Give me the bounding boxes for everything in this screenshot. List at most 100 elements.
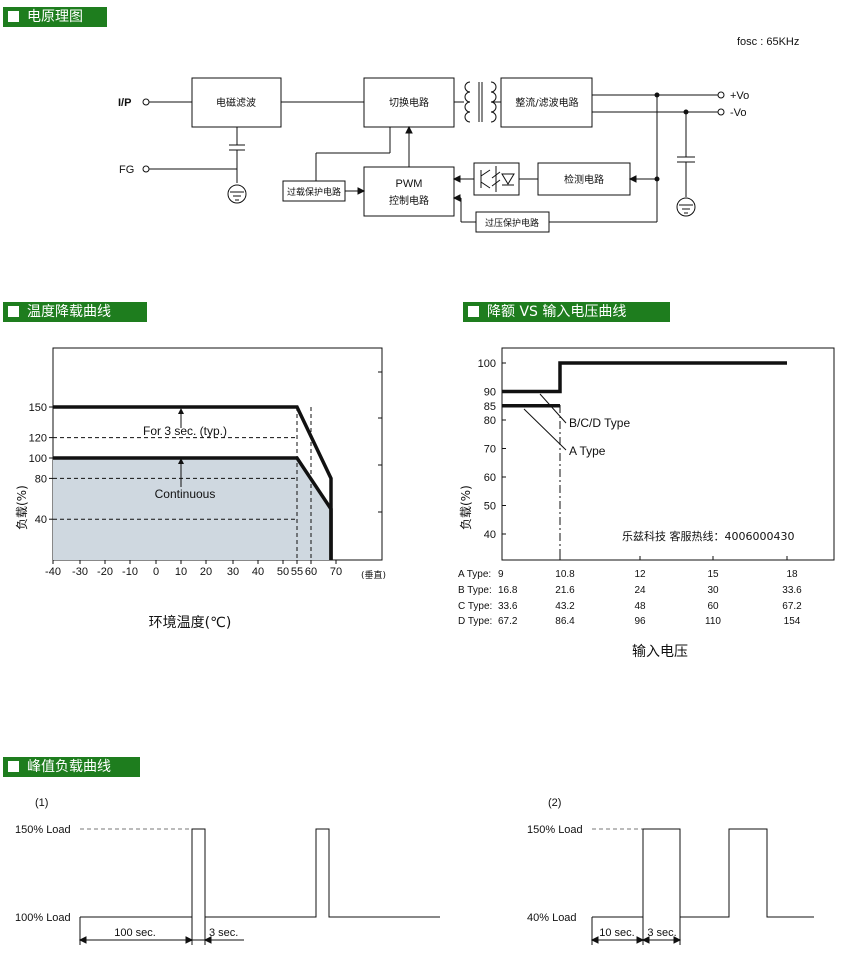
table-cell: 12 bbox=[634, 569, 646, 580]
section-header-peak-load: 峰值负载曲线 bbox=[3, 757, 140, 777]
x-tick-label: -20 bbox=[97, 566, 113, 578]
section-header-input-derating: 降额 VS 输入电压曲线 bbox=[463, 302, 670, 322]
series-line-1 bbox=[53, 456, 333, 560]
legend-pointer bbox=[523, 408, 567, 451]
table-cell: 16.8 bbox=[498, 585, 518, 596]
section-header-temp-derating: 温度降载曲线 bbox=[3, 302, 147, 322]
table-row-label: B Type: bbox=[458, 585, 492, 596]
table-cell: 67.2 bbox=[498, 616, 518, 627]
overload-label: 过载保护电路 bbox=[287, 186, 341, 198]
rectifier-block bbox=[500, 77, 593, 128]
emi-filter-label: 电磁滤波 bbox=[216, 96, 256, 109]
y-tick-label: 100 bbox=[29, 453, 47, 465]
section-header-block-diagram: 电原理图 bbox=[3, 7, 107, 27]
table-cell: 10.8 bbox=[555, 569, 575, 580]
annotation-arrowhead bbox=[178, 458, 184, 464]
y-label-high: 150% Load bbox=[15, 824, 71, 836]
interval-high: 3 sec. bbox=[209, 927, 238, 939]
header-square-icon bbox=[8, 761, 19, 772]
xlabel: 环境温度(℃) bbox=[149, 615, 232, 631]
table-cell: 18 bbox=[786, 569, 798, 580]
y-tick-label: 150 bbox=[29, 402, 47, 414]
plot-area bbox=[501, 347, 835, 561]
xlabel: 输入电压 bbox=[632, 644, 688, 660]
x-tick-label: 50 bbox=[277, 566, 289, 578]
table-cell: 30 bbox=[707, 585, 719, 596]
y-label-low: 100% Load bbox=[15, 912, 71, 924]
pwm-sub-label: 控制电路 bbox=[389, 194, 429, 207]
y-tick-label: 40 bbox=[35, 514, 47, 526]
x-tick-label: 40 bbox=[252, 566, 264, 578]
table-cell: 110 bbox=[705, 616, 721, 627]
x-tick-label: 55 bbox=[291, 566, 303, 578]
table-cell: 96 bbox=[634, 616, 646, 627]
vo-minus-terminal bbox=[717, 108, 725, 116]
fosc-label: fosc : 65KHz bbox=[737, 36, 799, 48]
section-title: 电原理图 bbox=[27, 9, 83, 25]
pulse-waveform bbox=[80, 828, 440, 918]
section-title: 温度降载曲线 bbox=[27, 304, 111, 320]
y-tick-label: 80 bbox=[35, 473, 47, 485]
rectifier-label: 整流/滤波电路 bbox=[515, 96, 578, 109]
table-cell: 48 bbox=[634, 601, 646, 612]
y-label-low: 40% Load bbox=[527, 912, 577, 924]
header-square-icon bbox=[468, 306, 479, 317]
table-cell: 154 bbox=[784, 616, 801, 627]
fg-label: FG bbox=[119, 164, 134, 176]
x-tick-label: 20 bbox=[200, 566, 212, 578]
x-tick-label: 60 bbox=[305, 566, 317, 578]
y-tick-label: 120 bbox=[29, 433, 47, 445]
y-tick-label: 50 bbox=[484, 501, 496, 513]
legend-a: A Type bbox=[569, 444, 606, 458]
chart-title: (2) bbox=[548, 797, 561, 809]
section-title: 降额 VS 输入电压曲线 bbox=[487, 304, 627, 320]
hotline-text: 乐兹科技 客服热线：4006000430 bbox=[622, 529, 794, 543]
x-tick-label: 0 bbox=[153, 566, 159, 578]
optocoupler-icon bbox=[473, 162, 520, 196]
annotation-3sec: For 3 sec. (typ.) bbox=[143, 424, 227, 438]
block-diagram: fosc : 65KHz I/P FG 电磁滤波 切换电路 bbox=[118, 36, 799, 233]
y-tick-label: 85 bbox=[484, 401, 496, 413]
pwm-control-block bbox=[363, 166, 455, 217]
y-tick-label: 80 bbox=[484, 415, 496, 427]
x-tick-label: 30 bbox=[227, 566, 239, 578]
table-cell: 60 bbox=[707, 601, 719, 612]
x-tick-label: 70 bbox=[330, 566, 342, 578]
legend-pointer bbox=[539, 393, 567, 424]
table-cell: 33.6 bbox=[782, 585, 802, 596]
table-row-label: C Type: bbox=[458, 601, 492, 612]
y-tick-label: 40 bbox=[484, 529, 496, 541]
peak-load-chart-2: (2) 150% Load 40% Load 10 sec. 3 sec. bbox=[527, 797, 814, 945]
ip-terminal bbox=[142, 98, 150, 106]
table-cell: 43.2 bbox=[555, 601, 575, 612]
annotation-arrowhead bbox=[178, 408, 184, 414]
interval-high: 3 sec. bbox=[647, 927, 676, 939]
interval-low: 100 sec. bbox=[114, 927, 156, 939]
table-cell: 21.6 bbox=[555, 585, 575, 596]
series-bcd bbox=[502, 361, 787, 394]
table-row-label: A Type: bbox=[458, 569, 491, 580]
y-label-high: 150% Load bbox=[527, 824, 583, 836]
y-tick-label: 70 bbox=[484, 444, 496, 456]
interval-low: 10 sec. bbox=[599, 927, 634, 939]
detection-label: 检测电路 bbox=[564, 173, 604, 186]
ylabel: 负载(%) bbox=[15, 485, 29, 530]
y-tick-label: 100 bbox=[478, 358, 496, 370]
continuous-area bbox=[53, 458, 331, 560]
x-extra-label: (垂直) bbox=[361, 569, 386, 581]
vo-plus-terminal bbox=[717, 91, 725, 99]
table-cell: 9 bbox=[498, 569, 504, 580]
x-tick-label: -30 bbox=[72, 566, 88, 578]
table-cell: 15 bbox=[707, 569, 719, 580]
overvoltage-label: 过压保护电路 bbox=[485, 217, 539, 229]
table-row-label: D Type: bbox=[458, 616, 492, 627]
switching-label: 切换电路 bbox=[389, 96, 429, 109]
peak-load-chart-1: (1) 150% Load 100% Load 100 sec. 3 sec. bbox=[15, 797, 440, 945]
ylabel: 负载(%) bbox=[459, 485, 473, 530]
pwm-label: PWM bbox=[396, 178, 423, 190]
x-tick-label: -40 bbox=[45, 566, 61, 578]
fg-terminal bbox=[142, 165, 150, 173]
